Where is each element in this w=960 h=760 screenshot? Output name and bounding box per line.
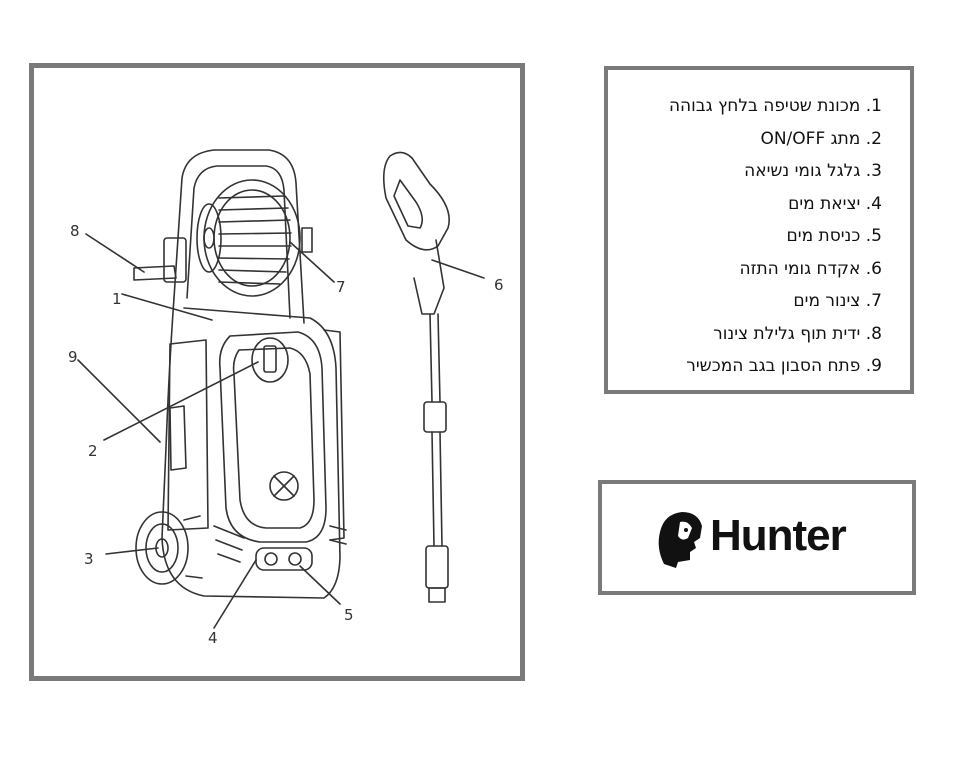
legend-number: 1.	[865, 96, 882, 116]
legend-item-8: 8. ידית תוף גלילת צינור	[608, 318, 882, 351]
water-ports	[255, 547, 313, 571]
legend-item-3: 3. גלגל גומי נשיאה	[608, 155, 882, 188]
legend-number: 4.	[865, 193, 882, 214]
legend-item-7: 7. צינור מים	[608, 285, 882, 318]
callout-2: 2	[88, 442, 98, 460]
callout-3: 3	[84, 550, 94, 568]
legend-item-4: 4. יציאת מים	[608, 188, 882, 221]
callout-9: 9	[68, 348, 78, 366]
legend-number: 9.	[865, 356, 882, 376]
brand-panel: Hunter	[598, 480, 916, 595]
legend-text: מכונת שטיפה בלחץ גבוהה	[668, 96, 861, 116]
callout-4: 4	[208, 629, 218, 647]
legend-text: יציאת מים	[788, 193, 861, 214]
legend-number: 5.	[865, 226, 882, 246]
legend-text: כניסת מים	[786, 226, 861, 246]
hunter-head-icon	[658, 512, 702, 568]
legend-panel: 1. מכונת שטיפה בלחץ גבוהה 2. מתג ON/OFF …	[604, 66, 914, 394]
rubber-wheel	[135, 511, 189, 585]
on-off-switch	[251, 337, 289, 383]
legend-number: 3.	[865, 161, 882, 181]
callout-5: 5	[344, 606, 354, 624]
pressure-washer-diagram: 8 1 9 2 3 4 5 6 7	[68, 149, 504, 647]
legend-item-5: 5. כניסת מים	[608, 220, 882, 253]
legend-text: גלגל גומי נשיאה	[744, 161, 861, 181]
legend-number: 8.	[865, 323, 882, 344]
reel-crank	[133, 265, 177, 281]
legend-text: צינור מים	[793, 291, 861, 311]
legend-item-6: 6. אקדח גומי התזה	[608, 253, 882, 286]
callout-8: 8	[70, 222, 80, 240]
legend-number: 6.	[865, 258, 882, 279]
brand-logo-text: Hunter	[710, 511, 847, 560]
legend-item-2: 2. מתג ON/OFF	[608, 123, 882, 156]
legend-list: 1. מכונת שטיפה בלחץ גבוהה 2. מתג ON/OFF …	[608, 70, 910, 383]
callout-7: 7	[336, 278, 346, 296]
diagram-panel: 8 1 9 2 3 4 5 6 7	[29, 63, 525, 681]
legend-text: אקדח גומי התזה	[739, 258, 861, 279]
legend-number: 7.	[865, 291, 882, 311]
legend-text: ידית תוף גלילת צינור	[713, 323, 861, 344]
legend-text: פתח הסבון בגב המכשיר	[686, 356, 861, 376]
callout-1: 1	[112, 290, 122, 308]
legend-item-9: 9. פתח הסבון בגב המכשיר	[608, 350, 882, 383]
legend-text: מתג ON/OFF	[760, 128, 861, 149]
legend-number: 2.	[865, 128, 882, 149]
soap-opening	[167, 339, 209, 531]
handle-frame	[173, 149, 305, 324]
callout-6: 6	[494, 276, 504, 294]
legend-item-1: 1. מכונת שטיפה בלחץ גבוהה	[608, 90, 882, 123]
spray-gun	[382, 151, 450, 251]
